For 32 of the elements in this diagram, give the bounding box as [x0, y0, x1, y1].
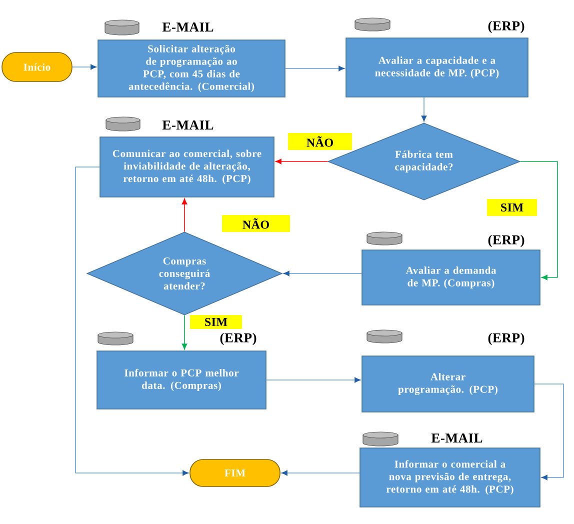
edge-label: SIM [487, 199, 537, 216]
edge-label: NÃO [222, 215, 290, 232]
box-heading: (ERP) [220, 332, 256, 346]
box-heading: E-MAIL [162, 22, 214, 32]
arrow [182, 315, 188, 350]
terminator-pill: FIM [190, 459, 280, 487]
process-box: Informar o comercial a nova previsão de entrega, retorno em até 48h. (PCP) [360, 448, 540, 508]
process-box: Informar o PCP melhor data. (Compras) [96, 350, 266, 410]
edge-label: SIM [190, 315, 242, 329]
arrow [75, 166, 189, 476]
arrow [534, 384, 564, 480]
arrow [283, 270, 362, 276]
arrow [285, 66, 345, 72]
box-heading: E-MAIL [162, 120, 214, 130]
process-box: Alterar programação. (PCP) [362, 356, 534, 412]
arrow [72, 64, 97, 70]
process-box: Avaliar a capacidade e a necessidade de MP. (PCP) [346, 38, 528, 98]
process-box: Avaliar a demanda de MP. (Compras) [362, 250, 540, 306]
box-heading: (ERP) [488, 234, 524, 248]
arrow [281, 470, 360, 476]
box-heading: (ERP) [488, 332, 524, 346]
arrow [266, 377, 361, 383]
edge-label: NÃO [288, 133, 352, 150]
box-heading: (ERP) [488, 20, 524, 34]
arrow [182, 198, 188, 232]
arrow [275, 158, 328, 164]
arrow [520, 161, 558, 280]
arrow [421, 97, 427, 122]
terminator-pill: Início [2, 52, 72, 82]
process-box: Comunicar ao comercial, sobre inviabilidade de alteração, retorno em até 48h. (PCP) [100, 136, 274, 198]
process-box: Solicitar alteração de programação ao PCP, com 45 dias de antecedência. (Comercial) [98, 40, 286, 98]
box-heading: E-MAIL [431, 434, 482, 442]
